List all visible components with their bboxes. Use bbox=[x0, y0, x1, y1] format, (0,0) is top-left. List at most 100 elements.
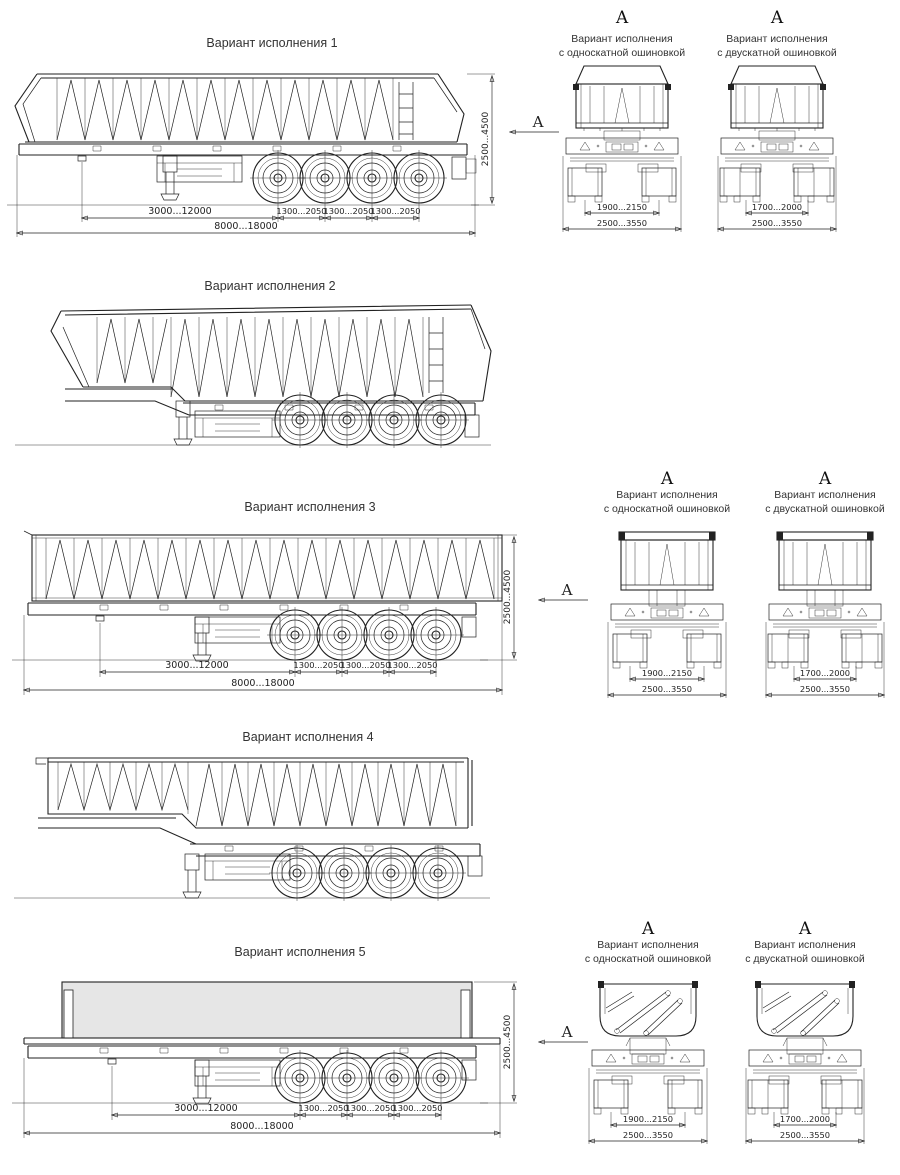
dim-track-dual: 1700...2000 bbox=[752, 202, 802, 212]
landing-gear bbox=[192, 1059, 212, 1105]
dim-overall-width: 2500...3550 bbox=[597, 218, 647, 228]
wheel-box bbox=[841, 633, 883, 669]
dim-axle-spacing: 1300...2050 bbox=[298, 1103, 348, 1113]
rear-caption-line1: Вариант исполнения bbox=[754, 939, 856, 951]
rear-view-variant1-single: 1900...2150 2500...3550 bbox=[560, 65, 684, 232]
wheel-box bbox=[686, 633, 722, 669]
trailer-body bbox=[14, 73, 465, 143]
dim-overall-height: 2500...4500 bbox=[481, 112, 491, 167]
chassis bbox=[65, 388, 480, 446]
landing-gear bbox=[192, 616, 212, 662]
dim-axle-spacing: 1300...2050 bbox=[345, 1103, 395, 1113]
dim-axle-spacing: 1300...2050 bbox=[370, 206, 420, 216]
wheel-box bbox=[767, 633, 809, 669]
section-view-arrow: А bbox=[532, 581, 588, 606]
rear-view-variant5-dual: 1700...2000 2500...3550 bbox=[743, 980, 867, 1144]
section-arrow-label: А bbox=[561, 581, 573, 599]
chassis bbox=[38, 817, 483, 899]
ladder bbox=[398, 82, 414, 140]
dim-track-single: 1900...2150 bbox=[597, 202, 647, 212]
dim-track-dual: 1700...2000 bbox=[780, 1114, 830, 1124]
wheel-box bbox=[612, 633, 648, 669]
dim-overall-width: 2500...3550 bbox=[780, 1130, 830, 1140]
section-arrow-label: А bbox=[561, 1023, 573, 1041]
wheel-box bbox=[593, 1079, 629, 1115]
dim-axle-spacing: 1300...2050 bbox=[387, 660, 437, 670]
stanchion-post bbox=[460, 989, 471, 1039]
dim-overall-width: 2500...3550 bbox=[642, 684, 692, 694]
section-label: А bbox=[615, 8, 629, 28]
rear-caption-single: с односкатной ошиновкой bbox=[584, 953, 712, 965]
section-label: А bbox=[660, 469, 674, 489]
section-arrow-label: А bbox=[532, 113, 544, 131]
variant-3-title: Вариант исполнения 3 bbox=[244, 500, 376, 514]
dim-overall-height: 2500...4500 bbox=[503, 570, 513, 625]
rear-view-variant5-single: 1900...2150 2500...3550 bbox=[586, 980, 710, 1144]
chassis bbox=[27, 602, 477, 662]
landing-gear bbox=[173, 400, 193, 446]
rear-caption-line1: Вариант исполнения bbox=[616, 489, 718, 501]
variant-4-side-view bbox=[14, 757, 490, 902]
subframe bbox=[194, 616, 281, 644]
kingpin bbox=[107, 1058, 117, 1065]
rear-caption-single: с односкатной ошиновкой bbox=[558, 47, 686, 59]
dimension-lines: 2500...4500 3000...12000 1300...2050 130… bbox=[24, 534, 517, 695]
dimension-lines: 2500...4500 3000...12000 1300...2050 130… bbox=[24, 981, 517, 1138]
variant-1-side-view: 2500...4500 3000...12000 1300...2050 130… bbox=[7, 73, 495, 237]
trailer-body bbox=[50, 304, 492, 402]
variant-3-side-view: 2500...4500 3000...12000 1300...2050 130… bbox=[12, 530, 517, 695]
dim-kingpin-axle: 3000...12000 bbox=[148, 206, 211, 217]
wheel bbox=[409, 844, 467, 902]
section-label: А bbox=[770, 8, 784, 28]
subframe bbox=[194, 1059, 281, 1087]
dim-track-single: 1900...2150 bbox=[642, 668, 692, 678]
rear-caption-dual: с двускатной ошиновкой bbox=[765, 503, 885, 515]
rear-caption-line1: Вариант исполнения bbox=[726, 33, 828, 45]
dim-overall-length: 8000...18000 bbox=[214, 221, 277, 232]
wheel-box bbox=[747, 1079, 789, 1115]
dimension-lines: 2500...4500 3000...12000 1300...2050 130… bbox=[17, 73, 495, 237]
section-view-arrow: А bbox=[532, 1023, 588, 1048]
chassis bbox=[18, 143, 477, 201]
wheel-box bbox=[667, 1079, 703, 1115]
wheel bbox=[390, 149, 448, 207]
dim-track-dual: 1700...2000 bbox=[800, 668, 850, 678]
rear-caption-single: с односкатной ошиновкой bbox=[603, 503, 731, 515]
dim-overall-length: 8000...18000 bbox=[230, 1121, 293, 1132]
stanchion-post bbox=[63, 989, 74, 1039]
section-label: А bbox=[798, 919, 812, 939]
dim-axle-spacing: 1300...2050 bbox=[323, 206, 373, 216]
dim-axle-spacing: 1300...2050 bbox=[340, 660, 390, 670]
chassis bbox=[27, 1045, 477, 1105]
wheel-box bbox=[719, 167, 761, 203]
rear-caption-line1: Вариант исполнения bbox=[571, 33, 673, 45]
wheel-box bbox=[641, 167, 677, 203]
landing-gear bbox=[160, 155, 180, 201]
ladder bbox=[428, 317, 444, 393]
dim-axle-spacing: 1300...2050 bbox=[293, 660, 343, 670]
trailer-body bbox=[35, 757, 473, 829]
rear-view-variant1-dual: 1700...2000 2500...3550 bbox=[715, 65, 839, 232]
subframe bbox=[156, 155, 243, 183]
platform-deck bbox=[23, 1037, 501, 1045]
section-label: А bbox=[641, 919, 655, 939]
wheel-box bbox=[567, 167, 603, 203]
dim-kingpin-axle: 3000...12000 bbox=[165, 660, 228, 671]
dim-kingpin-axle: 3000...12000 bbox=[174, 1103, 237, 1114]
variant-4-title: Вариант исполнения 4 bbox=[242, 730, 374, 744]
wheel-box bbox=[821, 1079, 863, 1115]
variant-5-title: Вариант исполнения 5 bbox=[234, 945, 366, 959]
section-view-arrow: А bbox=[503, 113, 559, 138]
variant-2-title: Вариант исполнения 2 bbox=[204, 279, 336, 293]
dim-overall-width: 2500...3550 bbox=[752, 218, 802, 228]
dim-track-single: 1900...2150 bbox=[623, 1114, 673, 1124]
kingpin bbox=[95, 615, 105, 622]
dim-overall-length: 8000...18000 bbox=[231, 678, 294, 689]
rear-caption-dual: с двускатной ошиновкой bbox=[745, 953, 865, 965]
wheel bbox=[412, 391, 470, 449]
variant-2-side-view bbox=[15, 304, 492, 449]
dim-overall-width: 2500...3550 bbox=[800, 684, 850, 694]
dim-overall-width: 2500...3550 bbox=[623, 1130, 673, 1140]
section-label: А bbox=[818, 469, 832, 489]
